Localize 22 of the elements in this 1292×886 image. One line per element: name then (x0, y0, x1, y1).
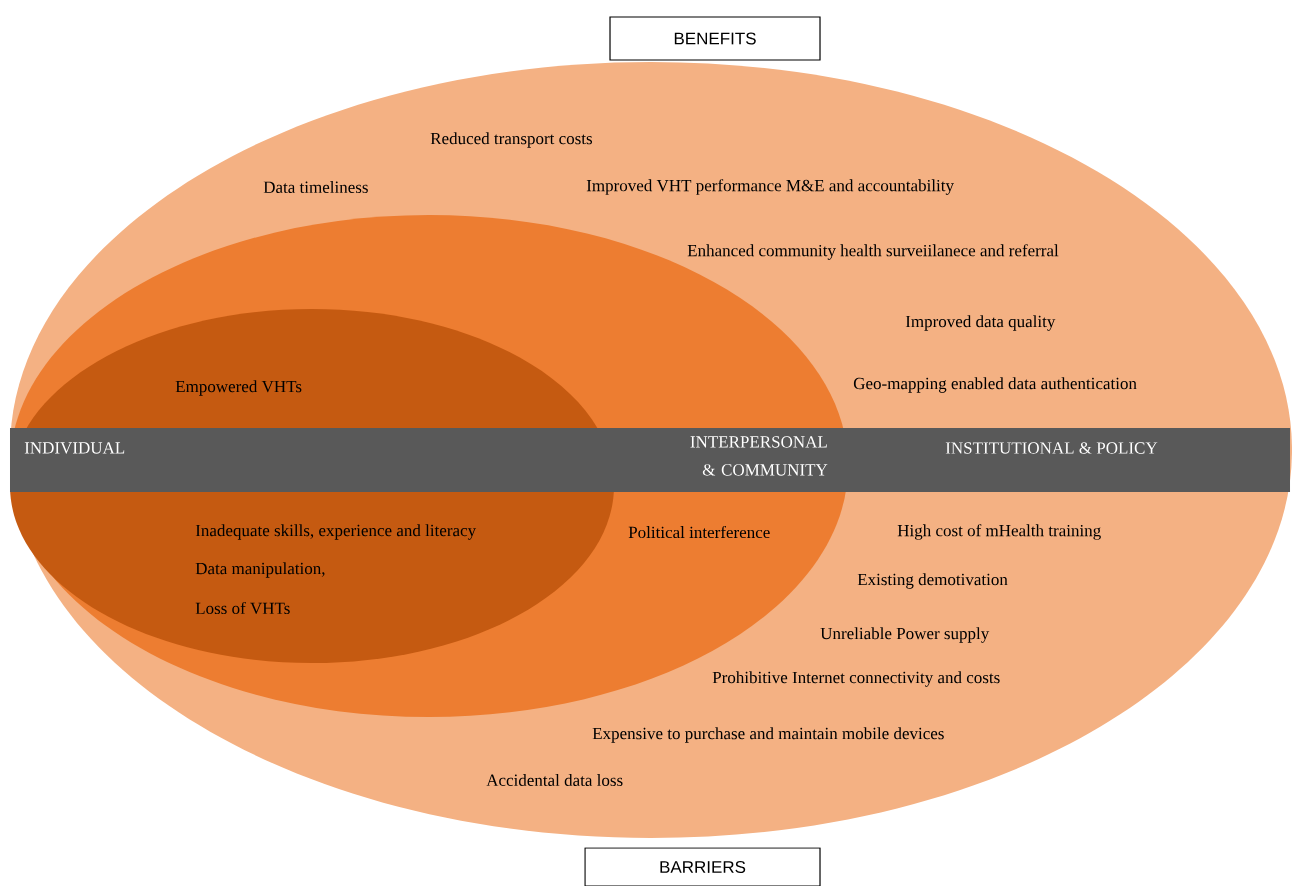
factor-text: Expensive to purchase and maintain mobile devices (592, 727, 944, 743)
heading-box: BENEFITS (609, 16, 821, 61)
factor-text: Data timeliness (263, 181, 368, 193)
factor-text: High cost of mHealth training (897, 524, 1101, 540)
factor-text: Loss of VHTs (195, 601, 290, 615)
factor-text: Reduced transport costs (430, 132, 592, 148)
factor-text: Political interference (628, 525, 770, 539)
layer-title: INSTITUTIONAL & POLICY (945, 442, 1158, 454)
heading-box: BARRIERS (584, 847, 821, 886)
factor-text: Geo-mapping enabled data authentication (853, 377, 1137, 393)
factor-text: Inadequate skills, experience and literacy (195, 524, 477, 540)
layer-title: INDIVIDUAL (24, 442, 125, 454)
factor-text: Existing demotivation (857, 573, 1008, 589)
factor-text: Accidental data loss (486, 774, 623, 786)
factor-text: Empowered VHTs (175, 380, 302, 396)
factor-text: Improved data quality (905, 315, 1056, 331)
factor-text: Unreliable Power supply (820, 627, 990, 643)
factor-text: Prohibitive Internet connectivity and costs (712, 671, 1000, 687)
factor-text: Improved VHT performance M&E and accountability (586, 179, 954, 195)
factor-text: Enhanced community health surveiilanece and referral (687, 244, 1059, 260)
layer-title: INTERPERSONAL & COMMUNITY (690, 436, 828, 476)
factor-text: Data manipulation, (195, 562, 325, 578)
